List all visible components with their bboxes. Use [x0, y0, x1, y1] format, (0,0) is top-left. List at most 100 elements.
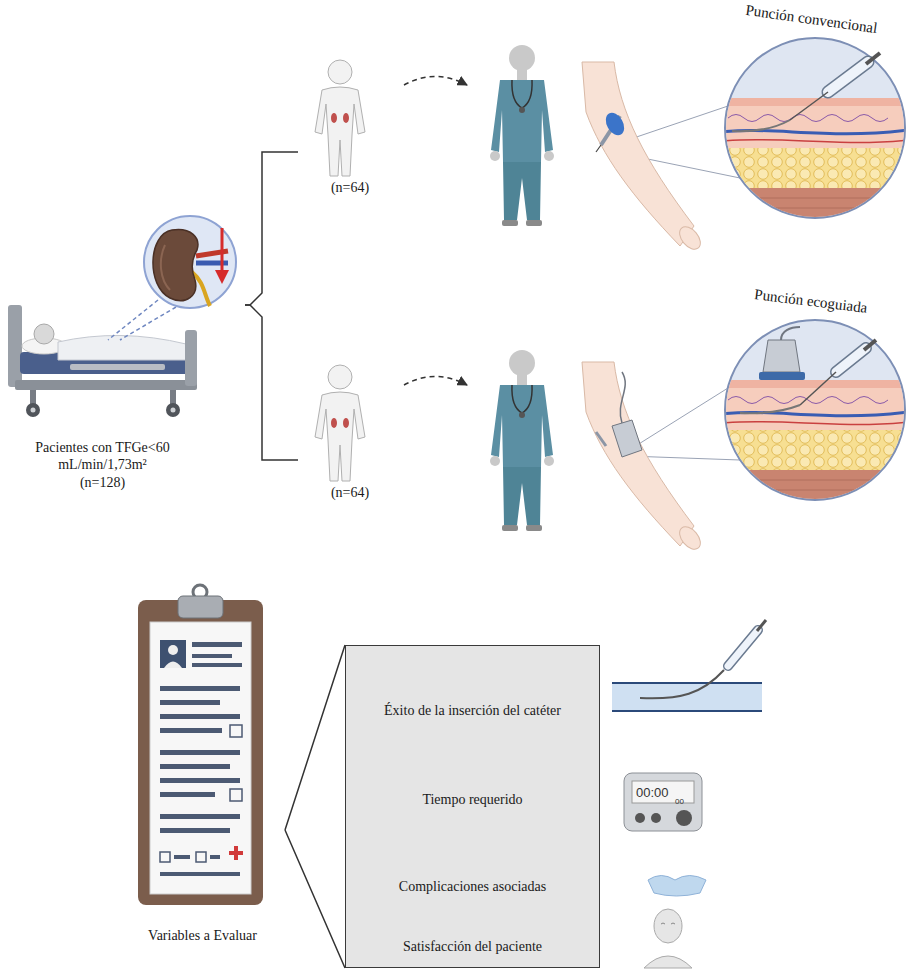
doctor-figure-part — [491, 385, 553, 467]
clipboard-part — [150, 622, 251, 894]
skin-inset-conventional-part-part — [720, 148, 910, 188]
complication-icon-part — [648, 876, 706, 897]
arm-ultrasound-part — [612, 420, 642, 457]
hospital-bed — [8, 305, 197, 417]
doctor-figure-part — [517, 70, 527, 80]
clipboard-part — [178, 596, 223, 618]
skin-inset-ultrasound-part-part — [720, 380, 910, 388]
clipboard-part — [230, 789, 242, 801]
skin-inset-conventional-part — [828, 62, 868, 92]
hospital-bed-part — [31, 408, 36, 413]
skin-inset-ultrasound-part-part — [720, 480, 910, 500]
clipboard-part — [160, 686, 240, 691]
node-text: Punción convencional — [744, 1, 878, 38]
label-holder: 00 — [675, 790, 684, 808]
skin-inset-conventional-part — [866, 53, 880, 64]
hospital-bed-part — [171, 408, 176, 413]
clipboard-part — [160, 764, 230, 769]
procedure-panel: Punción convencional — [468, 8, 908, 258]
skin-inset-ultrasound-part-part — [720, 430, 910, 470]
clipboard-part — [192, 642, 242, 647]
human-figure-part — [331, 113, 337, 123]
human-figure — [315, 60, 365, 176]
human-figure — [315, 365, 365, 481]
arm-ultrasound — [582, 362, 740, 553]
label-holder: 00:00 — [636, 783, 669, 801]
bracket-connector — [245, 305, 298, 460]
skin-inset-ultrasound-part-part — [722, 422, 908, 425]
timer-icon-part — [635, 813, 645, 823]
node-text: Punción ecoguiada — [754, 285, 869, 317]
funnel-connector — [285, 645, 345, 968]
skin-inset-ultrasound-part-part — [720, 388, 910, 430]
hospital-bed-part — [34, 324, 54, 344]
kidney-inset-part — [153, 230, 198, 301]
arm-conventional-part — [596, 145, 601, 152]
doctor-figure-part — [544, 151, 554, 161]
doctor-figure-part — [517, 375, 527, 385]
clipboard-part — [164, 662, 182, 669]
arm-ultrasound-part — [676, 523, 705, 553]
clipboard-part — [168, 645, 178, 655]
timer-digits: 00:00 — [636, 786, 669, 800]
catheter-icon-part — [757, 620, 766, 631]
clipboard-part — [160, 700, 220, 705]
doctor-figure-part — [526, 525, 542, 531]
bracket-connector — [245, 152, 298, 305]
clipboard-node: Variables a Evaluar — [120, 580, 285, 952]
clipboard — [138, 585, 263, 905]
clipboard-part — [160, 792, 215, 797]
human-figure-part — [328, 365, 352, 389]
timer-icon-part — [676, 810, 692, 826]
doctor-figure-part — [491, 80, 553, 162]
human-figure-part — [315, 392, 365, 481]
doctor-figure — [490, 350, 554, 531]
skin-inset-ultrasound — [720, 320, 910, 510]
human-figure-part — [315, 87, 365, 176]
patient-face-icon-part — [654, 909, 682, 943]
group-figure: (n=64) — [298, 50, 402, 198]
catheter-icon-part — [612, 683, 762, 711]
skin-inset-ultrasound-part — [759, 372, 805, 380]
node-text: Éxito de la inserción del catéter — [384, 702, 561, 720]
arm-conventional — [582, 62, 740, 253]
doctor-figure-part — [490, 456, 500, 466]
skin-inset-conventional-part — [828, 62, 868, 92]
clipboard-part — [160, 728, 222, 733]
kidney-inset-part — [120, 307, 176, 340]
node-subtext: Tiempo requerido — [422, 791, 522, 809]
clipboard-part — [192, 663, 242, 667]
patient-face-icon-part — [661, 923, 675, 924]
hospital-bed-part — [8, 305, 22, 387]
clipboard-part — [160, 852, 170, 862]
procedure-panel: Punción ecoguiada — [468, 290, 908, 540]
arm-ultrasound-part — [582, 362, 694, 546]
human-figure-part — [331, 418, 337, 428]
catheter-icon — [612, 620, 766, 711]
doctor-figure-part — [512, 385, 532, 413]
human-figure-part — [328, 60, 352, 84]
skin-inset-conventional-part-part — [720, 198, 910, 218]
timer-digits: 00 — [675, 798, 684, 807]
arm-ultrasound-part — [596, 432, 606, 446]
skin-inset-ultrasound-part — [836, 348, 866, 372]
doctor-figure-part — [526, 220, 542, 226]
catheter-icon-part — [640, 670, 724, 698]
hospital-bed-part — [26, 403, 40, 417]
group-figure: (n=64) — [298, 355, 402, 503]
clipboard-part — [234, 846, 238, 860]
catheter-icon-part — [612, 710, 762, 712]
complication-icon — [648, 876, 706, 897]
doctor-figure-part — [509, 45, 535, 71]
skin-inset-ultrasound-part — [800, 372, 836, 405]
clipboard-part — [138, 600, 263, 905]
skin-inset-conventional-part-part — [728, 115, 888, 122]
skin-inset-ultrasound-part-part — [720, 470, 910, 510]
doctor-figure-part — [503, 467, 541, 525]
catheter-icon-part — [728, 630, 758, 666]
node-text: Pacientes con TFGe<60 mL/min/1,73m² — [20, 439, 185, 474]
timer-icon-part — [632, 781, 694, 803]
clipboard-part — [160, 814, 240, 819]
skin-inset-conventional — [720, 38, 910, 228]
kidney-inset-part — [215, 270, 229, 284]
